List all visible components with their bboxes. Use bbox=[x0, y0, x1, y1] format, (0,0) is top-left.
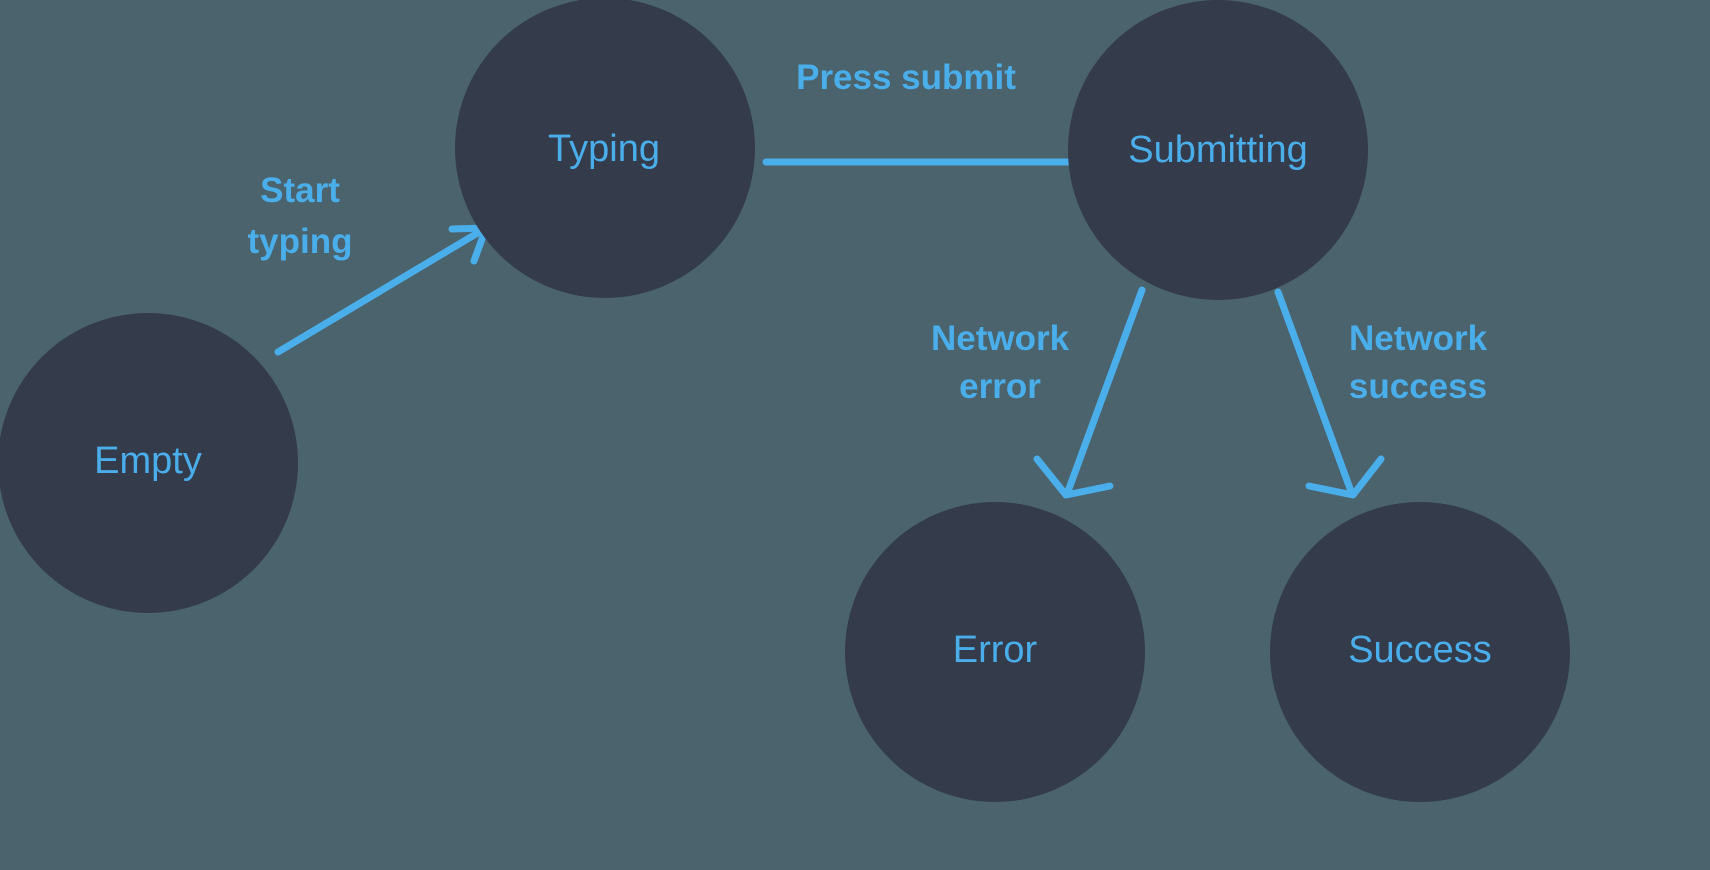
state-node-empty[interactable]: Empty bbox=[0, 313, 298, 613]
edge-label-line: typing bbox=[248, 222, 353, 261]
edge-line-empty-to-typing bbox=[274, 224, 490, 356]
state-circle-error[interactable] bbox=[845, 502, 1145, 802]
state-circle-typing[interactable] bbox=[455, 0, 755, 298]
edge-label-submitting-to-error: Network error bbox=[931, 319, 1070, 406]
state-label-empty: Empty bbox=[94, 440, 202, 482]
edge-submitting-to-error bbox=[1033, 286, 1146, 499]
edge-label-line: Press submit bbox=[796, 58, 1016, 97]
edge-label-line: Network bbox=[1349, 319, 1488, 358]
edge-label-line: success bbox=[1349, 367, 1487, 406]
state-circle-submitting[interactable] bbox=[1068, 0, 1368, 300]
state-node-submitting[interactable]: Submitting bbox=[1068, 0, 1368, 300]
edge-label-typing-to-submitting: Press submit bbox=[796, 58, 1016, 97]
state-label-typing: Typing bbox=[548, 128, 660, 170]
arrowhead-icon-submitting-to-success bbox=[1305, 455, 1385, 499]
edge-line-submitting-to-error bbox=[1063, 286, 1146, 498]
arrowhead-icon-submitting-to-error bbox=[1033, 455, 1114, 499]
state-circle-empty[interactable] bbox=[0, 313, 298, 613]
edge-submitting-to-success bbox=[1274, 288, 1385, 499]
edge-label-line: Network bbox=[931, 319, 1070, 358]
state-node-typing[interactable]: Typing bbox=[455, 0, 755, 298]
state-circle-success[interactable] bbox=[1270, 502, 1570, 802]
state-label-success: Success bbox=[1348, 629, 1492, 671]
edge-label-line: Start bbox=[260, 171, 340, 210]
state-node-error[interactable]: Error bbox=[845, 502, 1145, 802]
edges-layer bbox=[274, 125, 1385, 499]
edge-label-line: error bbox=[959, 367, 1041, 406]
state-node-success[interactable]: Success bbox=[1270, 502, 1570, 802]
state-label-error: Error bbox=[953, 629, 1038, 671]
edge-label-submitting-to-success: Network success bbox=[1349, 319, 1488, 406]
state-label-submitting: Submitting bbox=[1128, 129, 1308, 171]
edge-label-empty-to-typing: Start typing bbox=[248, 171, 353, 261]
edge-line-submitting-to-success bbox=[1274, 288, 1356, 498]
